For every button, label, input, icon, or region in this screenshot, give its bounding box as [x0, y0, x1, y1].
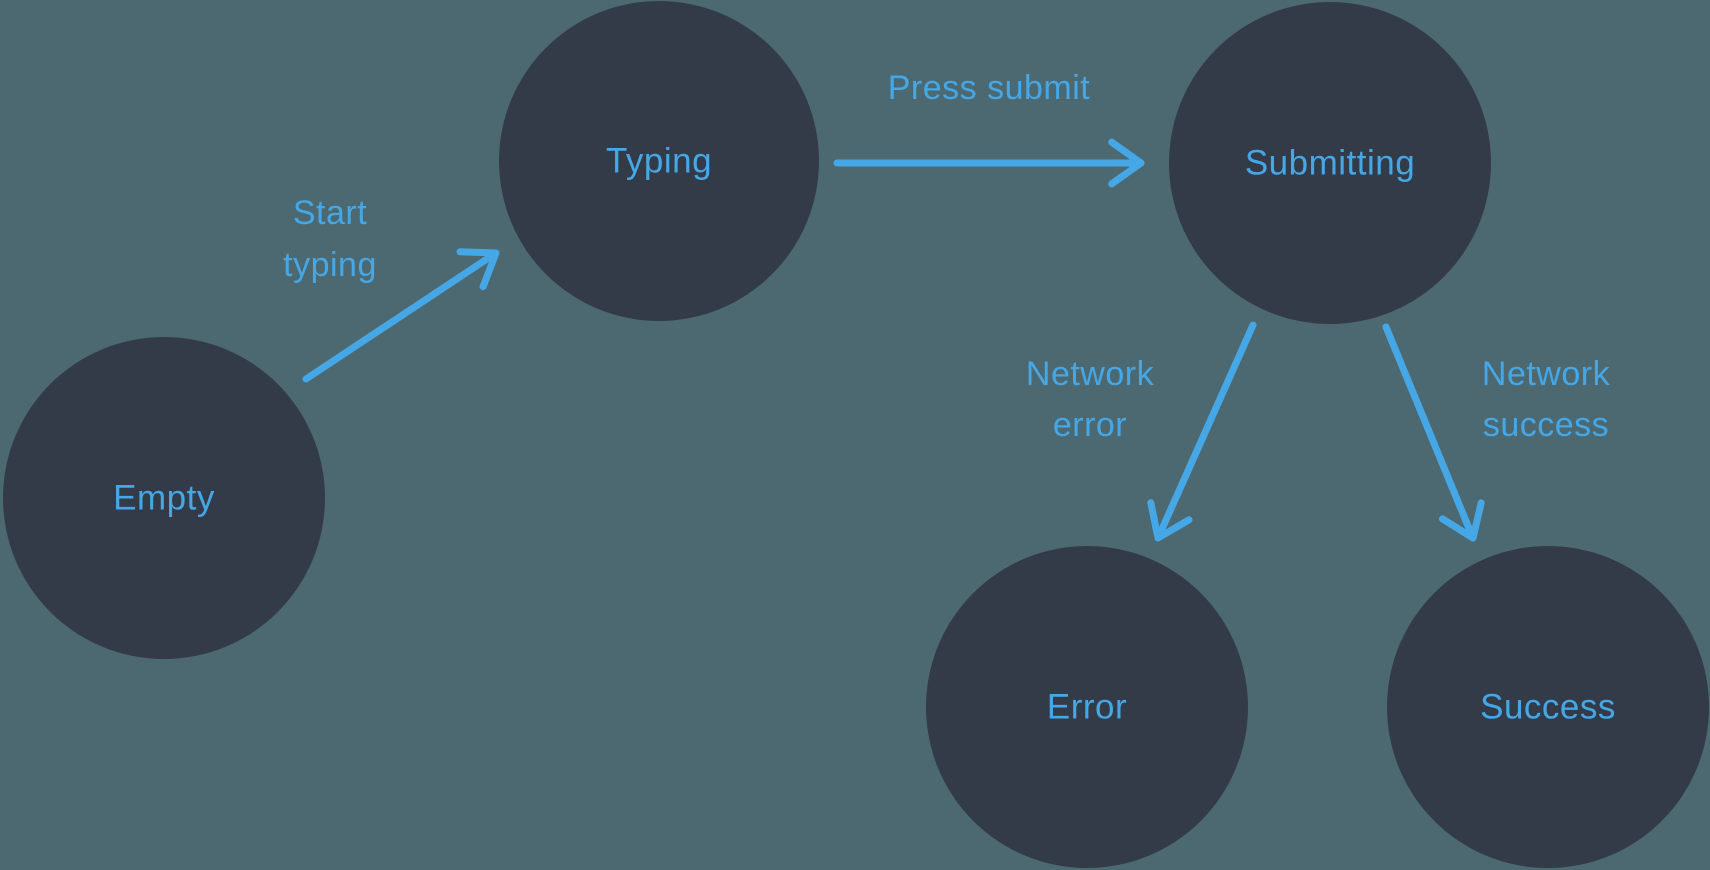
transition-press-submit: Press submit: [833, 69, 1145, 188]
transition-arrowhead: [1147, 499, 1193, 542]
state-circle-empty: [3, 337, 325, 659]
transition-arrow-line: [1154, 321, 1257, 542]
state-node-empty: Empty: [3, 337, 325, 659]
state-node-submitting: Submitting: [1169, 2, 1491, 324]
transition-arrow-line: [302, 249, 500, 383]
state-circle-typing: [499, 1, 819, 321]
transition-arrowhead: [1439, 499, 1485, 542]
state-circle-submitting: [1169, 2, 1491, 324]
transition-label-network-error-line1: Network: [1026, 355, 1155, 393]
state-label-submitting: Submitting: [1245, 144, 1415, 183]
transition-label-network-success-line1: Network: [1482, 355, 1611, 393]
state-circle-success: [1387, 546, 1709, 868]
transition-start-typing: Start typing: [283, 194, 500, 383]
state-label-success: Success: [1480, 688, 1616, 727]
state-label-error: Error: [1047, 688, 1127, 727]
transition-label-press-submit-line1: Press submit: [888, 69, 1091, 107]
state-node-typing: Typing: [499, 1, 819, 321]
transition-arrowhead: [1108, 138, 1145, 188]
transition-label-start-typing-line1: Start: [293, 194, 367, 232]
transition-arrow-line: [1382, 323, 1477, 542]
state-label-empty: Empty: [113, 479, 215, 518]
transition-network-success: Network success: [1382, 323, 1611, 542]
state-circle-error: [926, 546, 1248, 868]
transition-label-network-error-line2: error: [1053, 406, 1127, 444]
state-node-success: Success: [1387, 546, 1709, 868]
state-node-error: Error: [926, 546, 1248, 868]
transition-label-start-typing-line2: typing: [283, 246, 377, 284]
transition-label-network-success-line2: success: [1483, 406, 1609, 444]
state-label-typing: Typing: [606, 142, 712, 181]
transition-arrowhead: [456, 248, 500, 291]
transition-network-error: Network error: [1026, 321, 1257, 542]
